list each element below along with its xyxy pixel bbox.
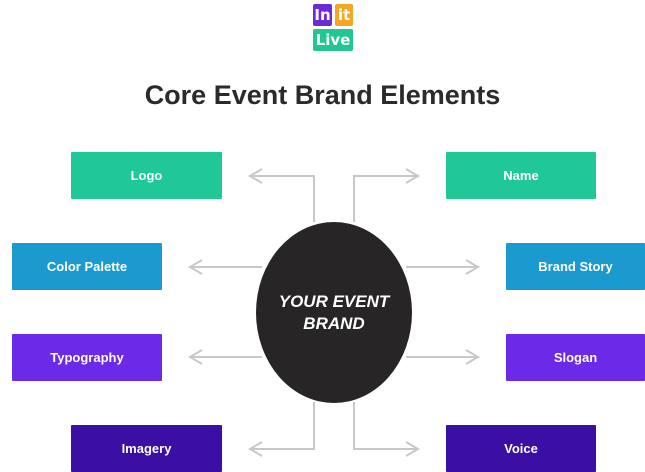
center-label: YOUR EVENT BRAND — [278, 291, 390, 333]
logo-tile-in: In — [313, 4, 332, 26]
connector-imagery — [250, 402, 315, 450]
logo-tile-it: it — [335, 4, 353, 26]
arrow-imagery — [248, 441, 263, 457]
element-brand-story: Brand Story — [506, 243, 645, 290]
element-imagery: Imagery — [71, 425, 222, 472]
connector-voice — [353, 402, 418, 450]
arrow-brand-story — [465, 259, 480, 275]
logo-tile-live: Live — [313, 29, 353, 51]
element-typography: Typography — [12, 334, 162, 381]
element-voice: Voice — [446, 425, 596, 472]
center-node: YOUR EVENT BRAND — [256, 222, 412, 403]
arrow-logo — [248, 168, 263, 184]
arrow-name — [405, 168, 420, 184]
element-color-palette: Color Palette — [12, 243, 162, 290]
initlive-logo: In it Live — [313, 4, 353, 54]
arrow-voice — [405, 441, 420, 457]
element-logo: Logo — [71, 152, 222, 199]
arrow-color-palette — [188, 259, 203, 275]
arrow-typography — [188, 349, 203, 365]
element-name: Name — [446, 152, 596, 199]
connector-logo — [250, 175, 315, 222]
arrow-slogan — [465, 349, 480, 365]
diagram-title: Core Event Brand Elements — [144, 80, 501, 110]
connector-name — [353, 175, 418, 222]
element-slogan: Slogan — [506, 334, 645, 381]
